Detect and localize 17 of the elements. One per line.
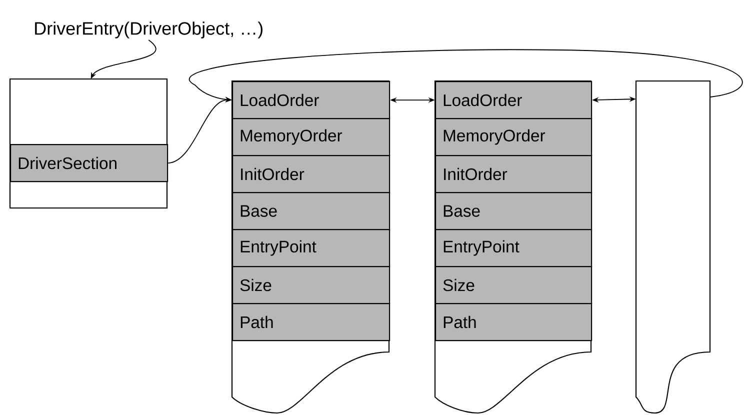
field-row: MemoryOrder: [435, 118, 592, 156]
field-row: Base: [435, 192, 592, 230]
field-row: Size: [232, 266, 390, 304]
function-call-text: DriverEntry(DriverObject, …): [35, 22, 262, 38]
field-row: EntryPoint: [232, 229, 390, 268]
field-row: LoadOrder: [232, 81, 390, 120]
field-row: DriverSection: [10, 144, 168, 182]
field-row: EntryPoint: [435, 229, 592, 268]
field-row: Base: [232, 192, 390, 230]
field-row: Size: [435, 266, 592, 304]
list-entry-shape: [635, 80, 711, 414]
field-row: MemoryOrder: [232, 118, 390, 156]
field-row: InitOrder: [435, 155, 592, 194]
field-row: Path: [435, 303, 592, 342]
field-row: InitOrder: [232, 155, 390, 194]
field-row: LoadOrder: [435, 81, 592, 120]
field-row: Path: [232, 303, 390, 342]
